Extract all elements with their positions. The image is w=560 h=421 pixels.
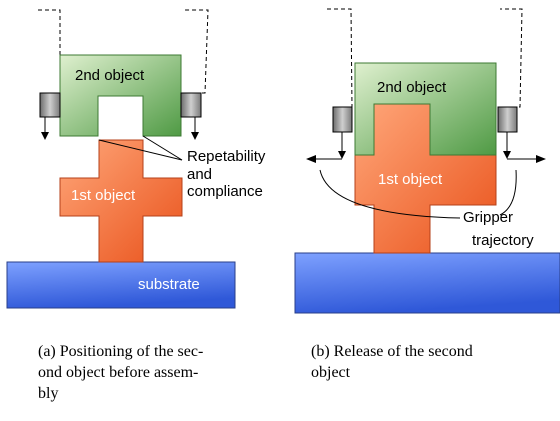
left-gripper-finger	[38, 9, 61, 94]
right-gripper-finger-b	[498, 8, 523, 108]
second-object-label: 2nd object	[75, 67, 145, 84]
substrate-label: substrate	[138, 276, 200, 293]
repeatability-label: Repetability	[187, 148, 266, 165]
first-object-label: 1st object	[71, 187, 136, 204]
caption-a: (a) Positioning of the sec- ond object b…	[38, 341, 203, 404]
second-object-label-b: 2nd object	[377, 79, 447, 96]
left-gripper-finger-b	[327, 8, 353, 108]
trajectory-label: trajectory	[472, 232, 534, 249]
substrate-block	[6, 261, 236, 309]
right-gripper-pad	[180, 92, 202, 118]
repeatability-leader-2	[142, 135, 183, 161]
left-trajectory-arrow	[306, 132, 346, 163]
left-gripper-pad-b	[332, 106, 353, 133]
trajectory-leader-right	[499, 169, 517, 216]
right-gripper-finger	[181, 9, 209, 94]
trajectory-leader-left	[319, 169, 461, 219]
caption-a-line-2: ond object before assem-	[38, 364, 199, 381]
panel-a: substrate 1st object 2nd object Repetabi…	[6, 9, 266, 309]
right-trajectory-arrow	[503, 132, 546, 163]
right-down-arrow	[191, 117, 199, 140]
second-object-b	[354, 62, 497, 156]
repeatability-leader-1	[98, 139, 183, 161]
caption-b-line-2: object	[311, 364, 351, 381]
second-object	[59, 54, 182, 137]
right-gripper-pad-b	[497, 106, 518, 133]
first-object-cross	[59, 139, 183, 263]
left-gripper-pad	[39, 92, 61, 118]
substrate-block-b	[294, 252, 560, 314]
first-object-label-b: 1st object	[378, 171, 443, 188]
left-down-arrow	[41, 117, 49, 140]
caption-b-line-1: (b) Release of the second	[311, 343, 473, 360]
caption-a-line-3: bly	[38, 385, 59, 402]
gripper-label: Gripper	[463, 209, 513, 226]
panel-b: 1st object 2nd object Gripper trajectory	[294, 8, 560, 314]
caption-b: (b) Release of the second object	[311, 341, 473, 383]
compliance-label: compliance	[187, 183, 263, 200]
and-label: and	[187, 166, 212, 183]
caption-a-line-1: (a) Positioning of the sec-	[38, 343, 204, 360]
